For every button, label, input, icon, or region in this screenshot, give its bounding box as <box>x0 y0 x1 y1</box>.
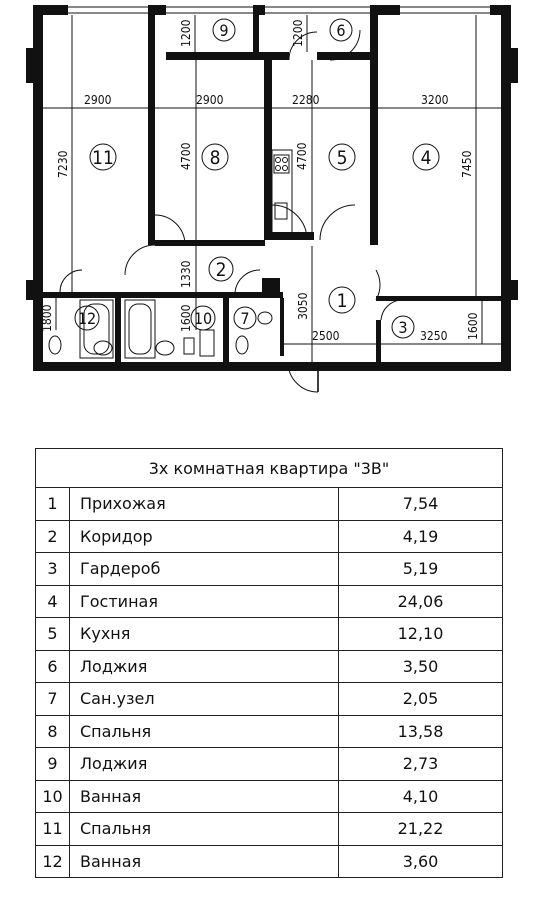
dim-2900-a: 2900 <box>84 93 112 107</box>
legend-title: 3х комнатная квартира "3В" <box>35 448 503 488</box>
dim-1200-b: 1200 <box>291 19 305 47</box>
legend-room-area: 2,05 <box>338 682 503 716</box>
room-number-9: 9 <box>219 21 228 40</box>
legend-room-area: 5,19 <box>338 552 503 586</box>
room-number-8: 8 <box>210 147 221 169</box>
legend-room-number: 2 <box>35 519 70 553</box>
legend-room-area: 4,10 <box>338 779 503 813</box>
room-number-12: 12 <box>78 309 96 328</box>
dim-1330: 1330 <box>179 260 193 288</box>
dim-4700-a: 4700 <box>179 142 193 170</box>
floor-plan: 2900 2900 2280 3200 1200 1200 7230 4700 … <box>26 5 518 393</box>
legend-room-number: 7 <box>35 682 70 716</box>
dim-7450: 7450 <box>460 150 474 178</box>
legend-room-name: Гостиная <box>69 584 339 618</box>
legend-room-area: 13,58 <box>338 714 503 748</box>
legend-room-name: Спальня <box>69 812 339 846</box>
legend-room-area: 2,73 <box>338 747 503 781</box>
dim-1600-b: 1600 <box>179 304 193 332</box>
room-number-1: 1 <box>337 290 348 312</box>
bathroom-fixtures <box>48 299 273 359</box>
room-labels: 11 8 5 4 9 6 2 1 3 7 10 12 <box>74 18 440 339</box>
legend-room-area: 4,19 <box>338 519 503 553</box>
dim-1600-a: 1600 <box>466 312 480 340</box>
legend-room-name: Кухня <box>69 617 339 651</box>
legend-room-number: 10 <box>35 779 70 813</box>
dim-1200-a: 1200 <box>179 19 193 47</box>
dim-2280: 2280 <box>292 93 320 107</box>
legend-room-number: 9 <box>35 747 70 781</box>
legend-room-area: 3,60 <box>338 844 503 878</box>
legend-room-name: Гардероб <box>69 552 339 586</box>
room-number-6: 6 <box>336 21 345 40</box>
interior-walls <box>43 5 501 362</box>
room-number-2: 2 <box>216 259 227 281</box>
legend-room-name: Ванная <box>69 779 339 813</box>
legend-room-area: 7,54 <box>338 487 503 521</box>
room-number-11: 11 <box>92 147 114 169</box>
legend-room-number: 12 <box>35 844 70 878</box>
legend-room-name: Спальня <box>69 714 339 748</box>
legend-room-area: 21,22 <box>338 812 503 846</box>
dim-1800: 1800 <box>40 304 54 332</box>
legend-room-number: 11 <box>35 812 70 846</box>
legend-room-name: Коридор <box>69 519 339 553</box>
kitchen-fixtures <box>271 149 293 236</box>
legend-room-number: 3 <box>35 552 70 586</box>
legend-room-area: 24,06 <box>338 584 503 618</box>
room-number-7: 7 <box>240 309 249 328</box>
dim-4700-b: 4700 <box>295 142 309 170</box>
room-number-3: 3 <box>398 318 407 337</box>
outer-walls <box>26 5 518 371</box>
legend-room-number: 8 <box>35 714 70 748</box>
dim-3050: 3050 <box>296 292 310 320</box>
doors <box>59 29 401 393</box>
dim-2500: 2500 <box>312 329 340 343</box>
legend-room-area: 12,10 <box>338 617 503 651</box>
legend-room-name: Лоджия <box>69 747 339 781</box>
legend-room-number: 6 <box>35 649 70 683</box>
room-number-4: 4 <box>421 147 432 169</box>
dim-2900-b: 2900 <box>196 93 224 107</box>
dim-3250: 3250 <box>420 329 448 343</box>
legend-room-name: Сан.узел <box>69 682 339 716</box>
legend-room-number: 4 <box>35 584 70 618</box>
legend-room-area: 3,50 <box>338 649 503 683</box>
dim-7230: 7230 <box>56 150 70 178</box>
legend-title-row: 3х комнатная квартира "3В" <box>35 448 503 488</box>
dimension-lines <box>43 15 501 362</box>
legend-room-number: 5 <box>35 617 70 651</box>
legend-room-name: Прихожая <box>69 487 339 521</box>
legend-room-name: Ванная <box>69 844 339 878</box>
dim-3200: 3200 <box>421 93 449 107</box>
room-number-10: 10 <box>194 309 212 328</box>
room-number-5: 5 <box>337 147 348 169</box>
windows <box>34 6 510 275</box>
legend-room-name: Лоджия <box>69 649 339 683</box>
legend-room-number: 1 <box>35 487 70 521</box>
